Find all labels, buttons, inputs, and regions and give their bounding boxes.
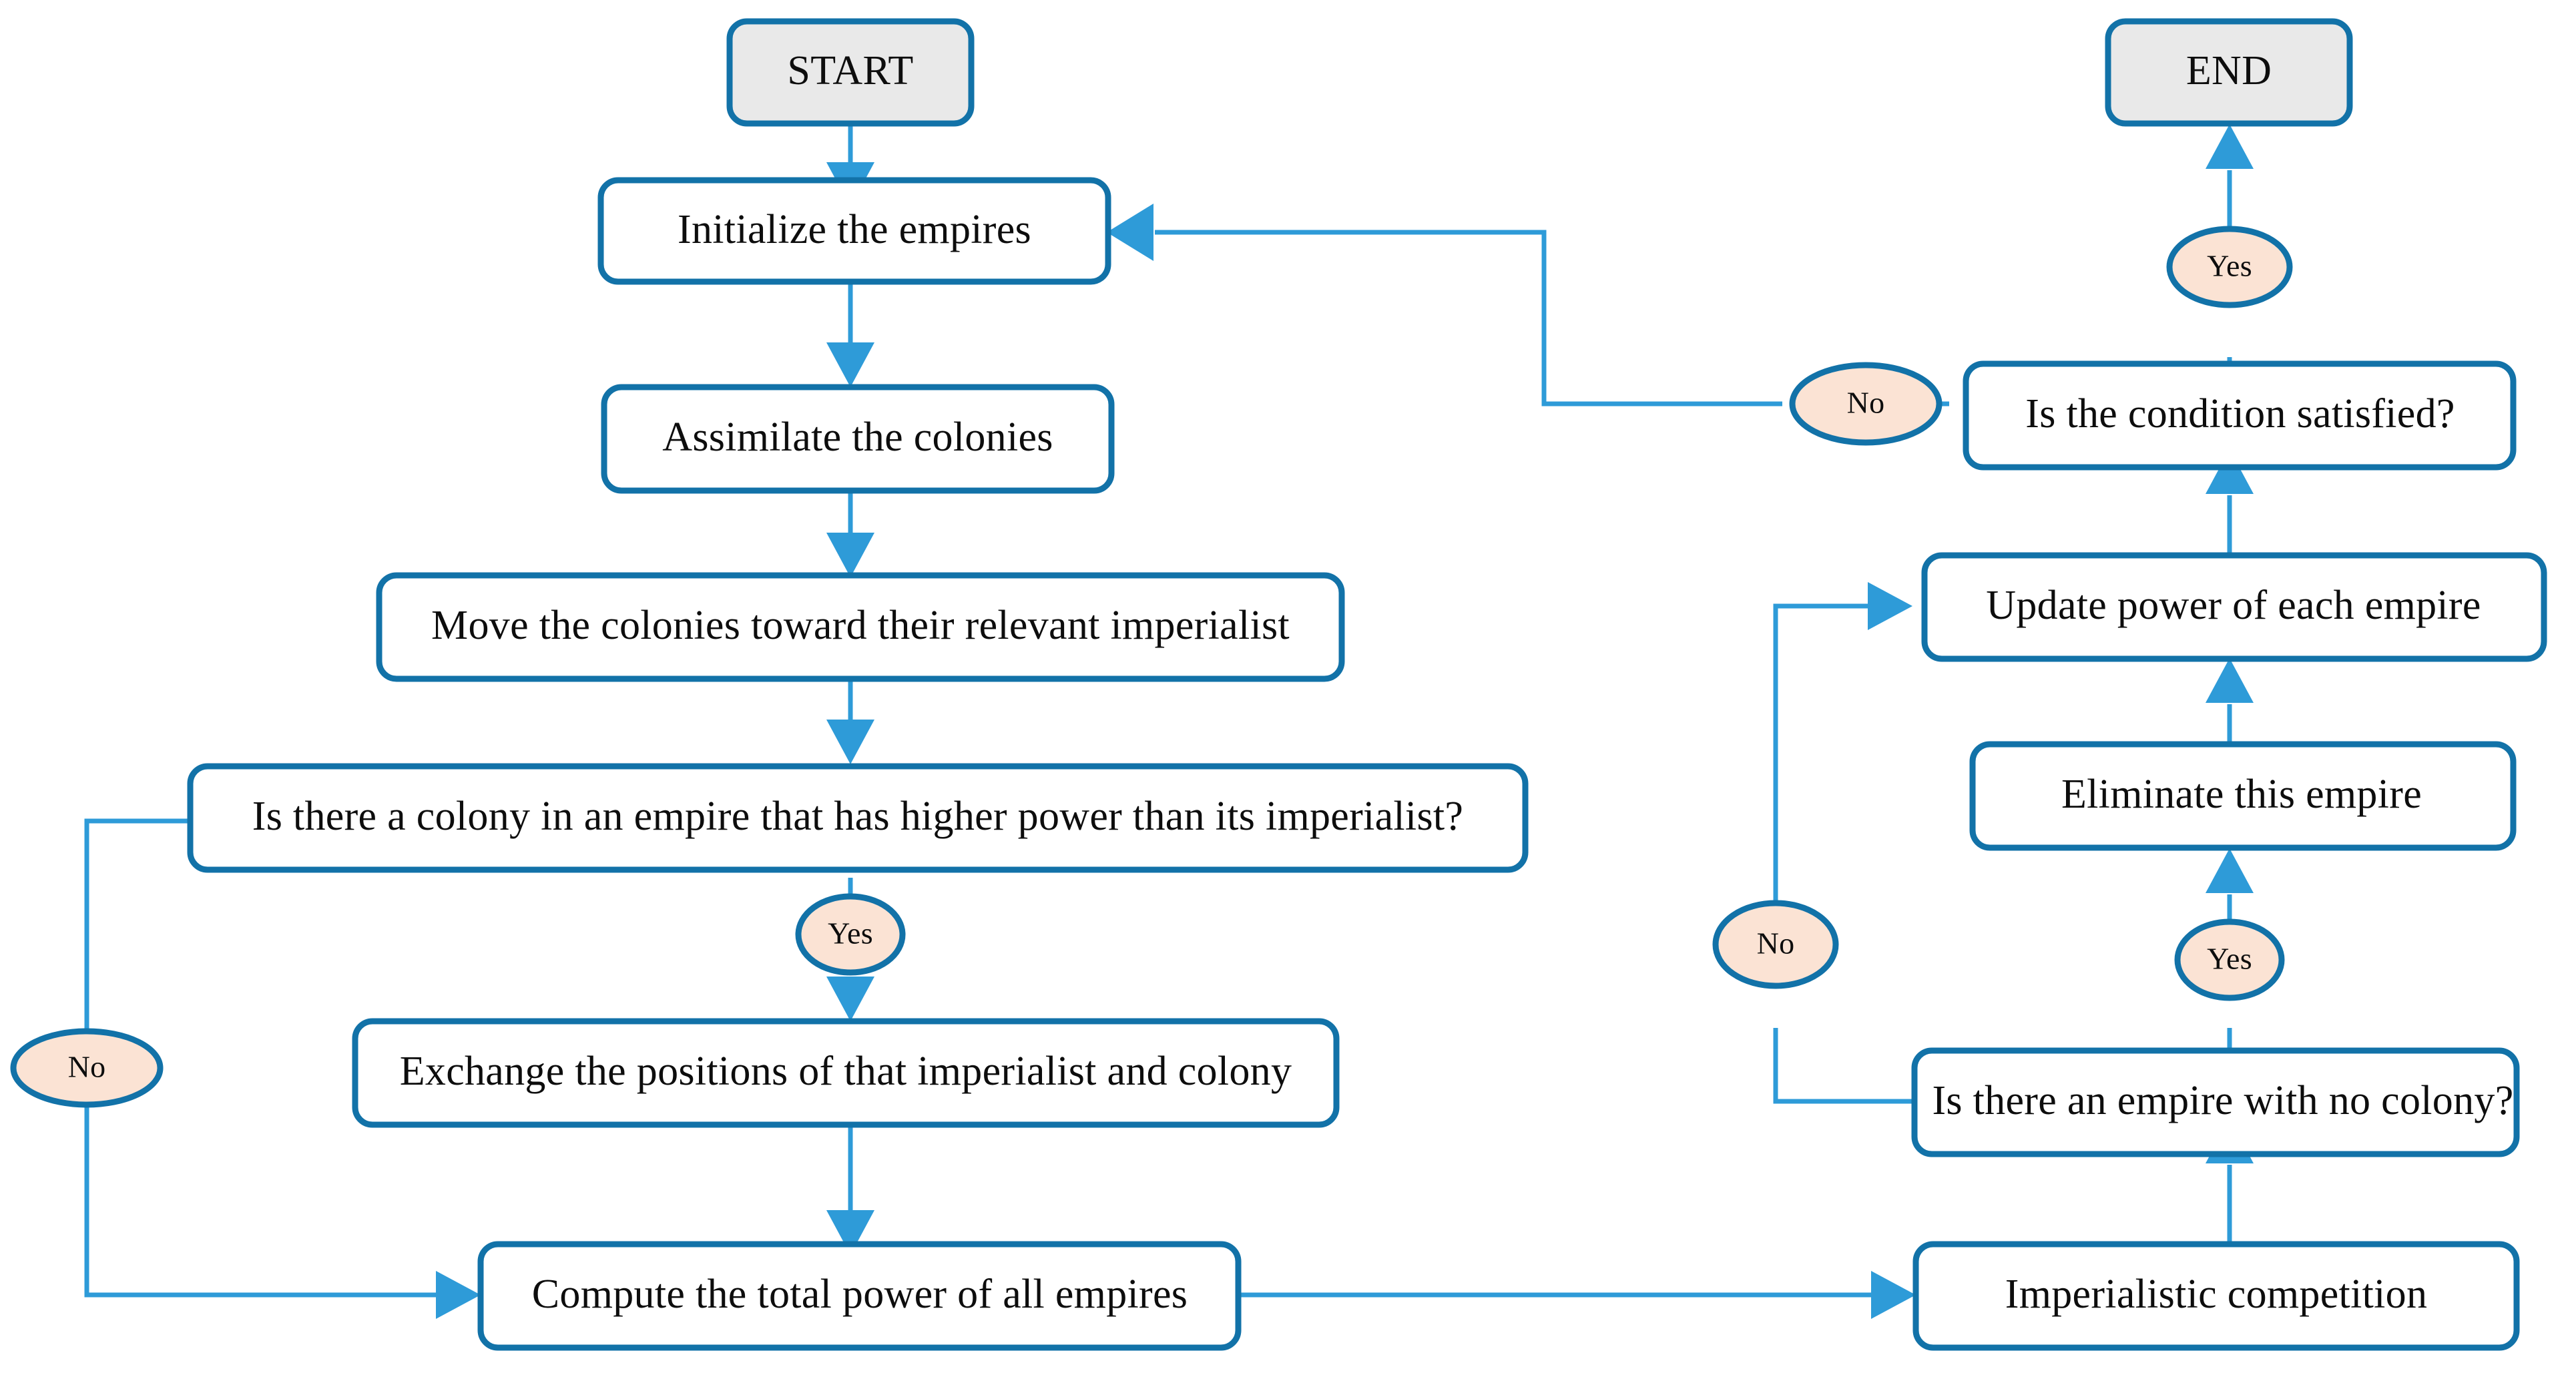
node-updatepower[interactable]: Update power of each empire — [1921, 552, 2547, 662]
node-updatepower-shape[interactable] — [1921, 552, 2547, 662]
node-colonycheck-shape[interactable] — [187, 763, 1529, 873]
edge-initialize-to-assimilate — [826, 280, 874, 387]
node-eliminate-shape[interactable] — [1969, 741, 2517, 851]
edge-label-yes-condition-shape[interactable] — [2166, 226, 2293, 308]
edge-label-yes-nocolony-text: Yes — [2207, 942, 2252, 976]
node-condition-shape[interactable] — [1963, 360, 2517, 471]
edge-label-no-nocolony-shape[interactable] — [1712, 900, 1839, 989]
edge-label-layer: Yes No Yes No Yes No — [10, 226, 2293, 1108]
edge-label-yes-condition[interactable]: Yes — [2166, 226, 2293, 308]
node-condition[interactable]: Is the condition satisfied? — [1963, 360, 2517, 471]
node-start-shape[interactable] — [726, 18, 975, 127]
edge-label-yes-nocolony-shape[interactable] — [2174, 918, 2285, 1001]
node-end-shape[interactable] — [2105, 18, 2353, 127]
node-colonycheck-label: Is there a colony in an empire that has … — [252, 794, 1463, 839]
edge-compute-to-competition — [1238, 1271, 1916, 1319]
node-start[interactable]: START — [726, 18, 975, 127]
edge-label-no-nocolony-text: No — [1757, 926, 1795, 960]
node-nocolony-shape[interactable] — [1911, 1047, 2520, 1157]
node-end-label: END — [2186, 48, 2272, 93]
edge-label-no-nocolony[interactable]: No — [1712, 900, 1839, 989]
node-assimilate[interactable]: Assimilate the colonies — [601, 384, 1115, 494]
edge-label-yes-condition-text: Yes — [2207, 249, 2252, 283]
node-move-label: Move the colonies toward their relevant … — [431, 603, 1290, 648]
edge-label-no-condition-text: No — [1847, 386, 1885, 420]
edge-updatepower-to-condition — [2206, 449, 2254, 555]
node-compute[interactable]: Compute the total power of all empires — [477, 1241, 1242, 1351]
node-exchange-label: Exchange the positions of that imperiali… — [400, 1049, 1292, 1094]
node-exchange[interactable]: Exchange the positions of that imperiali… — [352, 1018, 1340, 1128]
node-updatepower-label: Update power of each empire — [1986, 583, 2481, 628]
edge-eliminate-to-updatepower — [2206, 658, 2254, 744]
edge-label-no-colony-shape[interactable] — [10, 1028, 164, 1108]
node-competition[interactable]: Imperialistic competition — [1912, 1241, 2520, 1351]
node-assimilate-label: Assimilate the colonies — [662, 415, 1053, 460]
node-eliminate-label: Eliminate this empire — [2061, 772, 2422, 817]
edge-label-yes-colony-shape[interactable] — [795, 893, 906, 976]
node-move[interactable]: Move the colonies toward their relevant … — [376, 572, 1345, 682]
node-exchange-shape[interactable] — [352, 1018, 1340, 1128]
node-layer: START Initialize the empires Assimilate … — [187, 18, 2547, 1351]
node-condition-label: Is the condition satisfied? — [2025, 391, 2455, 437]
node-competition-shape[interactable] — [1912, 1241, 2520, 1351]
edge-move-to-colonycheck — [826, 677, 874, 764]
edge-label-yes-colony-text: Yes — [828, 916, 873, 950]
node-nocolony[interactable]: Is there an empire with no colony? — [1911, 1047, 2520, 1157]
node-colonycheck[interactable]: Is there a colony in an empire that has … — [187, 763, 1529, 873]
node-initialize-shape[interactable] — [597, 177, 1111, 285]
edge-label-no-condition-shape[interactable] — [1789, 362, 1943, 446]
edge-label-no-colony-text: No — [68, 1050, 106, 1084]
node-initialize[interactable]: Initialize the empires — [597, 177, 1111, 285]
node-nocolony-label: Is there an empire with no colony? — [1932, 1078, 2513, 1123]
node-competition-label: Imperialistic competition — [2005, 1272, 2428, 1317]
node-move-shape[interactable] — [376, 572, 1345, 682]
edge-label-yes-nocolony[interactable]: Yes — [2174, 918, 2285, 1001]
edge-label-no-colony[interactable]: No — [10, 1028, 164, 1108]
node-start-label: START — [787, 48, 913, 93]
edge-label-no-condition[interactable]: No — [1789, 362, 1943, 446]
node-end[interactable]: END — [2105, 18, 2353, 127]
node-eliminate[interactable]: Eliminate this empire — [1969, 741, 2517, 851]
edge-assimilate-to-move — [826, 491, 874, 577]
node-compute-shape[interactable] — [477, 1241, 1242, 1351]
edge-nocolony-no-to-updatepower — [1773, 582, 1914, 1104]
node-initialize-label: Initialize the empires — [678, 207, 1031, 252]
edge-exchange-to-compute — [826, 1125, 874, 1255]
connector-layer — [84, 123, 2254, 1319]
edge-label-yes-colony[interactable]: Yes — [795, 893, 906, 976]
node-assimilate-shape[interactable] — [601, 384, 1115, 494]
node-compute-label: Compute the total power of all empires — [532, 1272, 1188, 1317]
